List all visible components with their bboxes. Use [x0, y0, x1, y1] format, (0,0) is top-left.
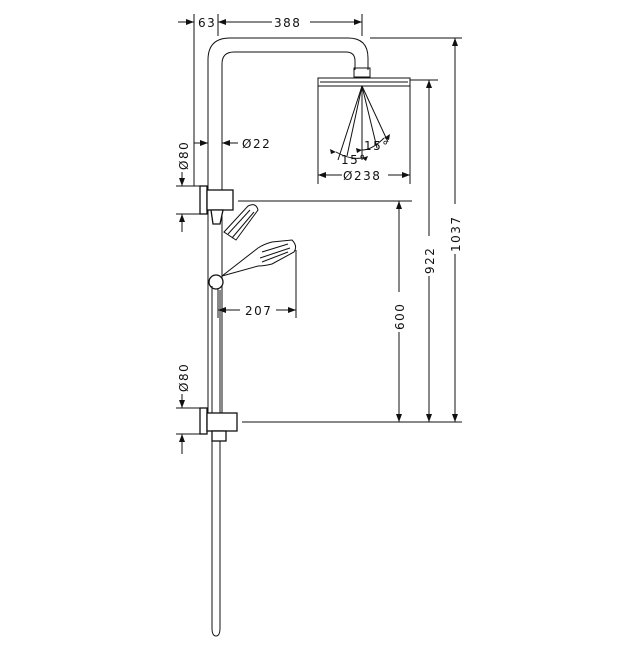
dim-handshower-reach-label: 207 — [245, 304, 272, 318]
head-shower-connector — [353, 67, 371, 78]
dim-top-offset: 63 — [198, 16, 216, 30]
shower-hose — [211, 286, 221, 637]
hand-shower-holder — [223, 204, 259, 241]
head-shower — [317, 77, 411, 161]
dim-bracket-lower — [176, 394, 200, 454]
dim-head-diameter-label: Ø238 — [343, 169, 381, 183]
upper-wall-bracket — [199, 185, 234, 225]
dim-bracket-spacing-label: 600 — [393, 303, 407, 330]
dim-bracket-spacing — [396, 201, 402, 422]
dim-pipe-diameter — [194, 140, 238, 146]
dim-tilt-a: 15° — [341, 153, 367, 167]
dim-total-height — [452, 38, 458, 422]
dim-extension-lines — [238, 37, 462, 423]
slider-ball — [208, 274, 224, 290]
lower-wall-bracket — [199, 407, 238, 442]
dim-head-diameter — [317, 86, 411, 184]
dim-bracket-lower-label: Ø80 — [177, 363, 191, 392]
dim-head-height — [426, 80, 432, 422]
dim-arm-length: 388 — [274, 16, 301, 30]
dim-tilt-b: 15° — [364, 139, 390, 153]
dim-handshower-reach — [217, 250, 297, 318]
dim-pipe-diameter-label: Ø22 — [242, 137, 271, 151]
dim-bracket-upper — [176, 172, 200, 232]
dim-top — [178, 14, 363, 186]
hand-shower — [221, 239, 297, 277]
dim-total-height-label: 1037 — [449, 215, 463, 252]
dim-head-height-label: 922 — [423, 247, 437, 274]
dim-bracket-upper-label: Ø80 — [177, 141, 191, 170]
riser-pipe — [207, 37, 369, 420]
